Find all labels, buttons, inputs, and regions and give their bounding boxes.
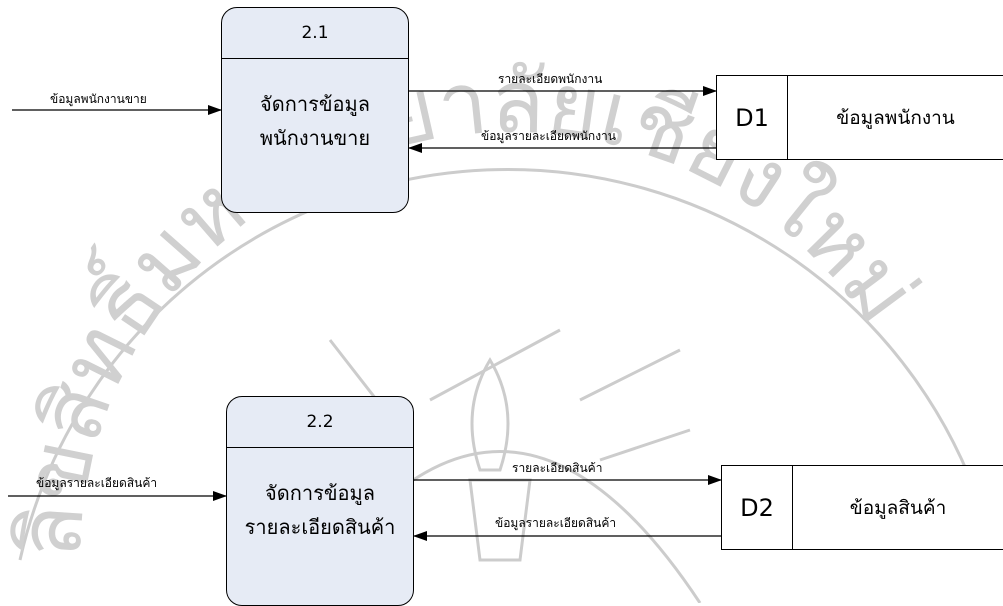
data-store-d2: D2 ข้อมูลสินค้า bbox=[721, 465, 1003, 550]
process-name-line-2: พนักงานขาย bbox=[259, 126, 371, 150]
process-name-line-1: จัดการข้อมูล bbox=[265, 481, 375, 505]
data-store-name: ข้อมูลสินค้า bbox=[849, 496, 947, 519]
process-name-line-1: จัดการข้อมูล bbox=[260, 92, 370, 116]
flow-in-1-label: ข้อมูลพนักงานขาย bbox=[50, 92, 147, 106]
process-2-2: 2.2 จัดการข้อมูล รายละเอียดสินค้า bbox=[226, 396, 414, 606]
data-store-id: D2 bbox=[722, 466, 793, 549]
data-store-id: D1 bbox=[717, 76, 788, 159]
process-number: 2.1 bbox=[222, 8, 408, 59]
data-store-name: ข้อมูลพนักงาน bbox=[836, 106, 955, 129]
process-name-line-2: รายละเอียดสินค้า bbox=[244, 515, 396, 539]
flow-back-2-label: ข้อมูลรายละเอียดสินค้า bbox=[495, 516, 617, 530]
flow-out-1-label: รายละเอียดพนักงาน bbox=[498, 72, 603, 86]
flow-back-1-label: ข้อมูลรายละเอียดพนักงาน bbox=[481, 129, 616, 143]
process-number: 2.2 bbox=[227, 397, 413, 448]
flow-in-2-label: ข้อมูลรายละเอียดสินค้า bbox=[36, 476, 158, 490]
flow-out-2-label: รายละเอียดสินค้า bbox=[512, 461, 603, 475]
process-2-1: 2.1 จัดการข้อมูล พนักงานขาย bbox=[221, 7, 409, 213]
data-store-d1: D1 ข้อมูลพนักงาน bbox=[716, 75, 1003, 160]
